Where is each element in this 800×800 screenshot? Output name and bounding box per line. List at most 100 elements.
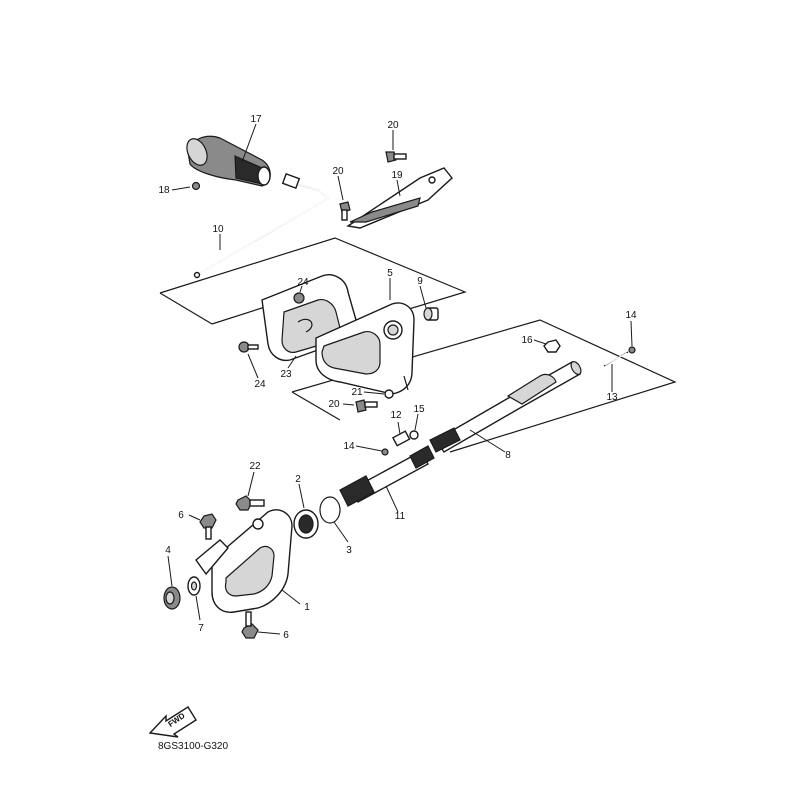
part-2-bearing	[293, 509, 319, 539]
diagram-code: 8GS3100-G320	[158, 741, 228, 752]
part-20-bolts	[339, 151, 407, 413]
part-14-clip-b	[381, 448, 389, 456]
fwd-arrow-icon	[148, 706, 197, 738]
callout-20c: 20	[328, 399, 340, 410]
callout-5: 5	[387, 268, 393, 279]
bushing-4-inner	[165, 591, 175, 605]
leader-1	[281, 589, 301, 605]
leader-14b	[355, 445, 383, 452]
leader-24a	[299, 285, 303, 293]
part-8-shaft	[429, 361, 582, 453]
part-16-nut	[543, 339, 561, 353]
callout-24a: 24	[297, 277, 309, 288]
leader-6b	[257, 631, 281, 635]
leader-9	[419, 285, 427, 309]
callout-14a: 14	[625, 310, 637, 321]
lower-outline-left	[291, 391, 341, 421]
cover-slot	[297, 318, 313, 333]
leader-21	[363, 391, 385, 395]
bolt-20c-head	[355, 399, 367, 413]
part-19-bracket	[346, 167, 453, 229]
callout-2: 2	[295, 474, 301, 485]
leader-11	[385, 485, 399, 513]
housing-bore-inner	[387, 324, 399, 336]
part-7-washer	[187, 576, 201, 596]
callout-11: 11	[395, 511, 406, 522]
callout-labels: 17 18 10 20 20 19 5 9 24 24 23 21 20 12 …	[158, 114, 637, 641]
part-24-bolts	[238, 292, 305, 353]
callout-20b: 20	[332, 166, 344, 177]
part-14-clip-a	[628, 346, 636, 354]
pin-13-highlight	[604, 352, 628, 366]
part-5-housing	[315, 302, 415, 395]
circlip-ring	[319, 496, 341, 524]
callout-20a: 20	[387, 120, 399, 131]
callout-3: 3	[346, 545, 352, 556]
rod-end-pin	[193, 271, 201, 279]
grip-end-cap	[186, 138, 208, 166]
washer-7-inner	[190, 581, 198, 591]
part-22-bolt	[235, 495, 265, 511]
bearing-inner	[298, 514, 314, 534]
leader-4	[167, 555, 173, 587]
fwd-arrow: FWD	[148, 706, 197, 738]
lower-outline	[291, 319, 677, 453]
callout-23: 23	[280, 369, 292, 380]
part-18-screw	[191, 181, 201, 191]
callout-1: 1	[304, 602, 310, 613]
callout-18: 18	[158, 185, 170, 196]
bracket-1-arm	[195, 539, 229, 576]
grip-socket	[257, 166, 271, 186]
part-12-collar	[391, 430, 411, 447]
bushing-face	[423, 307, 433, 321]
shaft-11-spring-top	[409, 445, 435, 469]
part-17-grip	[186, 135, 271, 187]
bolt-20a-shank	[393, 153, 407, 160]
callout-16: 16	[521, 335, 533, 346]
bolt-20c-shank	[364, 401, 378, 408]
housing-tab	[403, 375, 409, 391]
shaft-8-end	[570, 361, 582, 375]
shaft-8-arm	[506, 373, 557, 405]
part-11-spring-shaft	[339, 445, 435, 507]
housing-pocket	[321, 331, 381, 375]
callout-22: 22	[249, 461, 261, 472]
part-13-pin	[603, 351, 629, 367]
bolt-24a	[293, 292, 305, 304]
callout-10: 10	[212, 224, 224, 235]
part-21-washer	[384, 389, 394, 399]
bolt-20b-shank	[341, 209, 348, 221]
callout-7: 7	[198, 623, 204, 634]
callout-12: 12	[390, 410, 402, 421]
upper-outline-left	[159, 292, 213, 325]
callout-4: 4	[165, 545, 171, 556]
callout-17: 17	[250, 114, 262, 125]
screw-18-head	[191, 181, 201, 191]
rod-highlight	[194, 183, 330, 277]
part-9-bushing	[423, 307, 439, 321]
leader-18	[171, 186, 191, 191]
callout-15: 15	[413, 404, 425, 415]
leader-22	[247, 471, 255, 497]
bolt-24b-shank	[247, 344, 259, 350]
callout-19: 19	[391, 170, 403, 181]
leader-6a	[188, 514, 201, 521]
callout-6a: 6	[178, 510, 184, 521]
bolt-6b-head	[241, 623, 259, 639]
leader-3	[333, 521, 349, 543]
bolt-22-head	[235, 495, 253, 511]
callout-9: 9	[417, 276, 423, 287]
bracket-flange	[349, 197, 421, 223]
callout-14b: 14	[343, 441, 355, 452]
bolt-6a-shank	[205, 526, 212, 540]
leader-2	[298, 483, 305, 509]
leader-lines	[167, 123, 633, 635]
leader-20c	[342, 403, 355, 406]
callout-6b: 6	[283, 630, 289, 641]
shaft-8-spline	[429, 427, 461, 453]
callout-24b: 24	[254, 379, 266, 390]
callout-13: 13	[606, 392, 618, 403]
leader-24b	[247, 353, 259, 379]
bracket-1-window	[224, 545, 275, 597]
